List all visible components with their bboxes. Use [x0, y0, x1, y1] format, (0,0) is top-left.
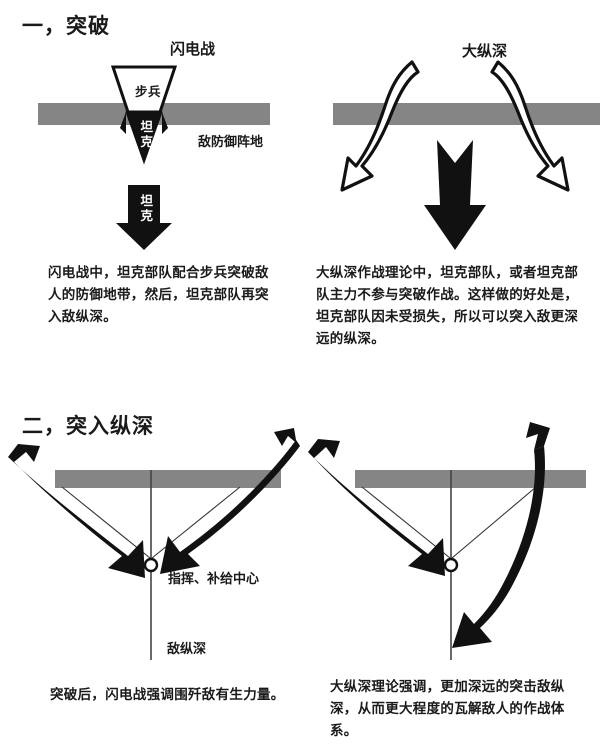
encircle-arrow-right-tail — [274, 428, 300, 446]
deep-battle-main-thrust-arrow — [424, 140, 486, 250]
blitzkrieg-breakthrough-caption: 闪电战中，坦克部队配合步兵突破敌人的防御地带，然后，坦克部队再突入敌纵深。 — [48, 265, 269, 325]
deep-battle-outline-arrow-right — [490, 60, 570, 192]
command-supply-node-left — [143, 557, 159, 573]
encircle-arrow-left-tail — [8, 444, 40, 462]
penetration-arrow-left-tail — [308, 439, 340, 458]
enemy-defense-belt-lower-right — [355, 470, 586, 488]
tank-wedge-label: 坦克 — [140, 119, 154, 149]
deep-battle-diagram-title: 大纵深 — [462, 42, 508, 60]
guide-line-left-a — [61, 486, 151, 559]
deep-battle-breakthrough-caption: 大纵深作战理论中，坦克部队，或者坦克部队主力不参与突破作战。这样做的好处是，坦克… — [316, 265, 579, 347]
tank-followon-label: 坦克 — [140, 193, 154, 223]
encircle-arrow-right — [160, 440, 300, 574]
enemy-defense-belt-lower-left — [55, 470, 281, 488]
enemy-defense-line-label: 敌防御阵地 — [198, 135, 264, 150]
command-supply-center-label: 指挥、补给中心 — [168, 572, 260, 587]
blitzkrieg-diagram-title: 闪电战 — [170, 40, 216, 58]
deep-battle-penetration-caption: 大纵深理论强调，更加深远的突击敌纵深，从而更大程度的瓦解敌人的作战体系。 — [330, 679, 565, 739]
section-2-heading: 二，突入纵深 — [22, 414, 154, 438]
guide-line-right-b — [451, 486, 537, 559]
deep-battle-outline-arrow-left — [340, 60, 420, 192]
command-supply-node-right — [443, 557, 459, 573]
infantry-wedge-label: 步兵 — [135, 84, 162, 99]
guide-line-right-a — [361, 486, 451, 559]
section-1-heading: 一，突破 — [22, 14, 110, 38]
enemy-defense-belt-right — [333, 103, 600, 125]
penetration-arrow-right-tail — [526, 422, 550, 450]
blitzkrieg-penetration-caption: 突破后，闪电战强调围歼敌有生力量。 — [50, 687, 285, 703]
enemy-depth-label: 敌纵深 — [167, 642, 207, 657]
guide-line-left-b — [151, 486, 241, 559]
